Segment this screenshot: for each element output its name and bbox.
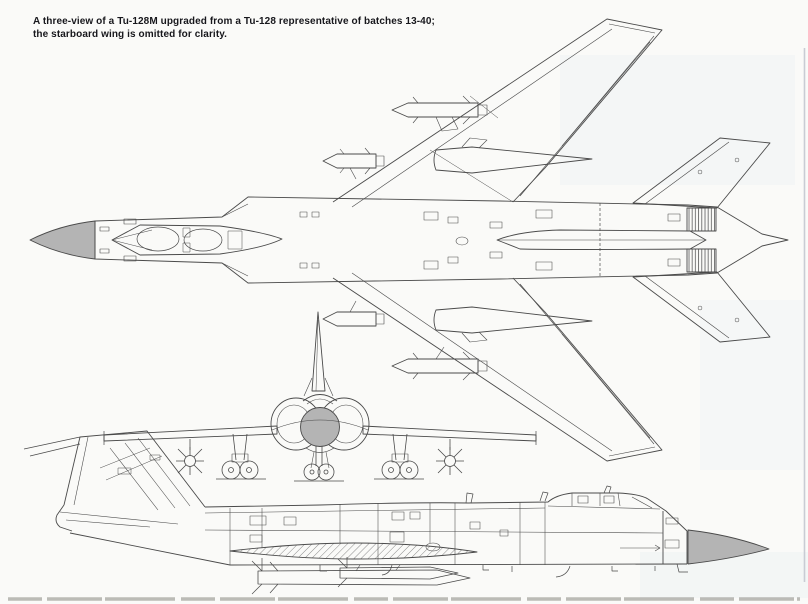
front-view-main-gear-right [381, 433, 419, 480]
front-view-wing-center [271, 419, 369, 431]
side-view-fin [23, 430, 206, 511]
top-view-gear-nacelle-starboard [433, 306, 593, 343]
front-view-nose-gear [303, 446, 335, 481]
top-view-intake-lines [221, 203, 249, 277]
top-view-missile-starboard-outer [391, 346, 488, 381]
top-view-drawing [29, 18, 789, 462]
top-view-dorsal-spine [496, 229, 707, 250]
caption-line-2: the starboard wing is omitted for clarit… [33, 28, 228, 40]
top-view-nose-hatches [99, 218, 137, 262]
front-view-missile-left [176, 439, 204, 475]
top-view-missile-port-inner [322, 147, 385, 180]
top-view-port-wing [332, 18, 663, 208]
front-view-radome [300, 407, 340, 447]
front-view-missile-right [436, 439, 464, 475]
top-view-starboard-wing [332, 272, 663, 462]
top-view-engine-nozzles [686, 207, 717, 273]
front-view-wing-right [362, 425, 537, 442]
figure-caption: A three-view of a Tu-128M upgraded from … [33, 16, 553, 41]
top-view-tailplane-lower [632, 271, 771, 343]
scan-tint [700, 300, 805, 470]
side-view-belly-fittings [319, 563, 688, 578]
top-view-missile-starboard-inner [322, 300, 385, 327]
scan-tint [560, 55, 795, 185]
side-view-missiles [251, 557, 471, 595]
front-view-ground-lines [216, 478, 424, 482]
front-view-drawing [103, 311, 537, 482]
caption-line-1: A three-view of a Tu-128M upgraded from … [33, 16, 435, 27]
top-view-gear-nacelle-port [433, 137, 593, 174]
top-view-missile-port-outer [391, 95, 488, 132]
top-view-radome [29, 220, 96, 260]
side-view-canopy [547, 492, 661, 510]
side-view-tailcone [55, 504, 179, 532]
front-view-fin [303, 311, 334, 397]
top-view-canopy [111, 224, 283, 256]
side-view-antennas [465, 485, 612, 504]
top-view-fuselage [94, 196, 789, 284]
top-view-tailplane-upper [632, 137, 771, 209]
scan-tint [640, 552, 808, 598]
top-view-panel-details [299, 209, 681, 271]
front-view-wing-left [103, 425, 278, 442]
front-view-main-gear-left [221, 433, 259, 480]
side-view-drawing [23, 430, 770, 595]
side-view-hatched-panel [229, 542, 478, 560]
side-view-panel-details [229, 502, 680, 565]
side-view-radome [687, 529, 770, 565]
